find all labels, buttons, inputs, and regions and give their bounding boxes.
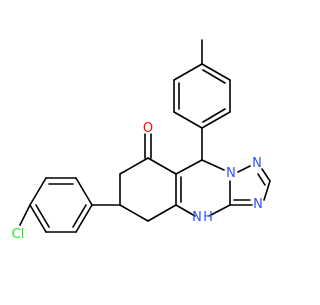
chlorophenyl-ring-bond — [29, 177, 47, 206]
nh-nitrogen-label: N — [192, 210, 202, 225]
triazole-bond — [237, 165, 251, 173]
tolyl-ring-inner-bond — [202, 108, 226, 123]
cyclohexenone-bond — [119, 204, 149, 222]
cyclohexenone-bond — [147, 157, 177, 175]
pyrimidine-bond — [208, 204, 231, 217]
chlorine-label: Cl — [12, 227, 25, 242]
triazole-ring — [229, 165, 271, 206]
core-framework — [119, 127, 231, 222]
c-cl-bond — [19, 204, 31, 226]
tolyl-ring-bond — [201, 111, 231, 129]
chlorophenyl-inner-bond — [35, 204, 50, 228]
chlorophenyl-inner-bond — [72, 204, 87, 228]
chlorophenyl-ring-bond — [29, 204, 47, 233]
cyclohexenone-bond — [147, 204, 177, 222]
pyrimidine-bond — [175, 159, 203, 175]
triazole-bond — [263, 180, 271, 201]
molecule-svg: O N N N N H Cl — [12, 39, 271, 242]
chlorophenyl-group — [19, 177, 121, 233]
atom-labels: O N N N N H Cl — [12, 121, 263, 242]
nitrogen-label-triazole-bottom: N — [253, 197, 263, 212]
nitrogen-label-triazole-top: N — [252, 156, 262, 171]
tolyl-ring-bond — [173, 63, 203, 81]
pyrimidine-bond — [201, 159, 225, 171]
tolyl-ring-bond — [173, 111, 203, 129]
chlorophenyl-ring-bond — [75, 204, 93, 233]
molecule-structure-diagram: O N N N N H Cl — [12, 39, 271, 242]
pyrimidine-bond — [175, 204, 196, 217]
triazole-bond — [261, 168, 271, 182]
triazole-inner-bond — [257, 173, 266, 186]
tolyl-ring-inner-bond — [202, 69, 226, 84]
tolyl-ring-bond — [201, 63, 231, 81]
cyclohexenone-bond — [119, 157, 149, 175]
nh-hydrogen-label: H — [203, 210, 213, 225]
nitrogen-label-ring-junction: N — [226, 166, 236, 181]
oxygen-label: O — [143, 121, 153, 136]
chlorophenyl-ring-bond — [75, 177, 93, 206]
tolyl-group — [173, 39, 231, 129]
